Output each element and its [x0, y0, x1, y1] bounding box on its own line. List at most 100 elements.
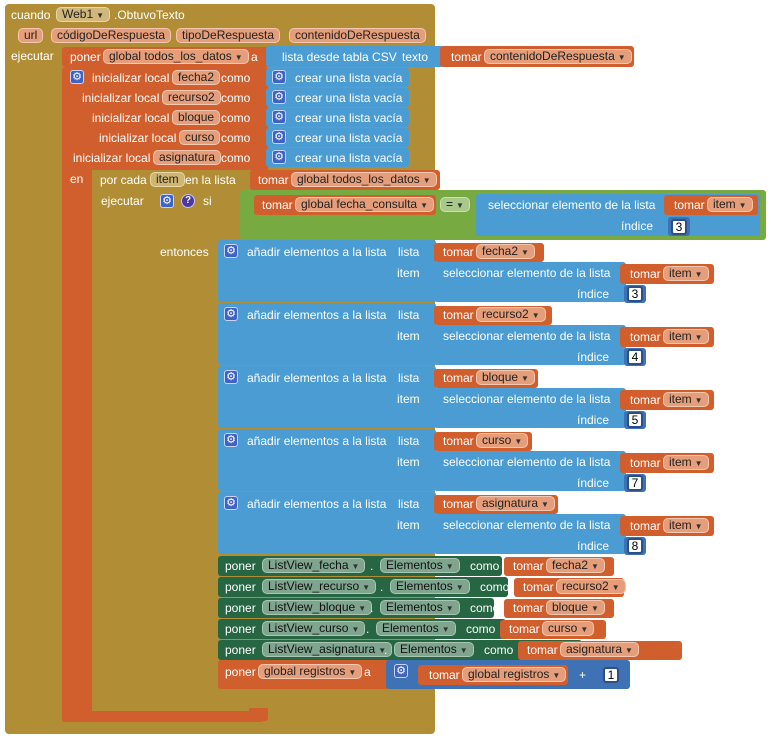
- index-label: índice: [621, 219, 654, 233]
- empty-list-block-1[interactable]: [266, 88, 409, 107]
- mutator-gear-icon[interactable]: ⚙: [160, 194, 174, 208]
- get-local-var-dropdown-1[interactable]: recurso2▼: [556, 579, 626, 594]
- registros-increment-value[interactable]: 1: [603, 667, 619, 683]
- index-number-value-1[interactable]: 4: [627, 349, 643, 365]
- compare-operator-dropdown[interactable]: =▼: [440, 197, 470, 212]
- mutator-gear-icon[interactable]: ⚙: [272, 90, 286, 104]
- get-item-dropdown-1[interactable]: item▼: [663, 329, 709, 344]
- mutator-gear-icon[interactable]: ⚙: [224, 307, 238, 321]
- component-dropdown-3[interactable]: ListView_curso▼: [262, 621, 366, 636]
- mutator-gear-icon[interactable]: ⚙: [70, 70, 84, 84]
- component-dropdown[interactable]: Web1▼: [56, 7, 111, 22]
- chevron-down-icon: ▼: [625, 646, 633, 655]
- component-dropdown-2[interactable]: ListView_bloque▼: [262, 600, 373, 615]
- index-number-value-4[interactable]: 8: [627, 538, 643, 554]
- add-items-block-0[interactable]: [218, 240, 436, 302]
- component-dropdown-0[interactable]: ListView_fecha▼: [262, 558, 366, 573]
- property-dropdown-3[interactable]: Elementos▼: [376, 621, 456, 636]
- add-items-block-3[interactable]: [218, 429, 436, 491]
- property-dropdown-2[interactable]: Elementos▼: [380, 600, 460, 615]
- add-items-block-4[interactable]: [218, 492, 436, 554]
- get-item-dropdown[interactable]: item▼: [707, 197, 753, 212]
- empty-list-block-2[interactable]: [266, 108, 409, 127]
- local-var-fecha2[interactable]: fecha2: [172, 70, 221, 85]
- param-contenido[interactable]: contenidoDeRespuesta: [289, 28, 426, 43]
- select-item-block-3[interactable]: [434, 451, 626, 491]
- get-label: tomar: [262, 198, 293, 212]
- foreach-var-item[interactable]: item: [150, 172, 185, 187]
- get-item-dropdown-3[interactable]: item▼: [663, 455, 709, 470]
- property-dropdown-0[interactable]: Elementos▼: [380, 558, 460, 573]
- get-local-var-dropdown-3[interactable]: curso▼: [542, 621, 595, 636]
- get-label: tomar: [429, 668, 460, 682]
- component-dropdown-4[interactable]: ListView_asignatura▼: [262, 642, 393, 657]
- component-dropdown-1-text: ListView_recurso: [268, 579, 360, 593]
- index-number-value-0[interactable]: 3: [627, 286, 643, 302]
- add-items-block-2[interactable]: [218, 366, 436, 428]
- empty-list-block-4[interactable]: [266, 148, 409, 167]
- help-icon[interactable]: ?: [181, 194, 195, 208]
- dot-label: .: [366, 622, 370, 636]
- add-items-block-1[interactable]: [218, 303, 436, 365]
- get-fecha-consulta-dropdown[interactable]: global fecha_consulta▼: [295, 197, 435, 212]
- mutator-gear-icon[interactable]: ⚙: [272, 110, 286, 124]
- get-list-var-dropdown-1[interactable]: recurso2▼: [476, 307, 546, 322]
- csv-table-block[interactable]: [266, 46, 444, 67]
- mutator-gear-icon[interactable]: ⚙: [224, 244, 238, 258]
- component-name: Web1: [62, 7, 94, 21]
- index-number-value-2[interactable]: 5: [627, 412, 643, 428]
- index-number-value[interactable]: 3: [671, 219, 687, 235]
- select-label: seleccionar elemento de la lista: [443, 266, 611, 280]
- local-var-bloque[interactable]: bloque: [172, 110, 221, 125]
- get-list-var-dropdown-2[interactable]: bloque▼: [476, 370, 535, 385]
- chevron-down-icon: ▼: [552, 671, 561, 680]
- local-var-recurso2[interactable]: recurso2: [162, 90, 221, 105]
- index-number-value-3[interactable]: 7: [627, 475, 643, 491]
- empty-list-block-3[interactable]: [266, 128, 409, 147]
- param-url[interactable]: url: [18, 28, 44, 43]
- get-label: tomar: [674, 198, 705, 212]
- get-list-var-dropdown-3[interactable]: curso▼: [476, 433, 529, 448]
- mutator-gear-icon[interactable]: ⚙: [272, 150, 286, 164]
- csv-label: lista desde tabla CSV: [282, 50, 397, 64]
- get-local-var-dropdown-2[interactable]: bloque▼: [546, 600, 605, 615]
- get-label: tomar: [630, 267, 661, 281]
- get-list-var-dropdown-4[interactable]: asignatura▼: [476, 496, 555, 511]
- get-item-dropdown-4[interactable]: item▼: [663, 518, 709, 533]
- get-item-dropdown-3-text: item: [669, 455, 692, 469]
- chevron-down-icon: ▼: [514, 437, 523, 446]
- mutator-gear-icon[interactable]: ⚙: [272, 130, 286, 144]
- select-item-block-2[interactable]: [434, 388, 626, 428]
- add-items-label: añadir elementos a la lista: [247, 371, 387, 385]
- global-datos-dropdown[interactable]: global todos_los_datos▼: [103, 49, 249, 64]
- get-item-dropdown-0[interactable]: item▼: [663, 266, 709, 281]
- event-do-label: ejecutar: [11, 49, 54, 63]
- get-global-datos-dropdown[interactable]: global todos_los_datos▼: [291, 172, 437, 187]
- local-var-curso[interactable]: curso: [179, 130, 221, 145]
- param-codigo[interactable]: códigoDeRespuesta: [51, 28, 172, 43]
- mutator-gear-icon[interactable]: ⚙: [224, 496, 238, 510]
- get-contenido-dropdown[interactable]: contenidoDeRespuesta▼: [484, 49, 632, 64]
- select-item-block-1[interactable]: [434, 325, 626, 365]
- get-local-var-dropdown-4[interactable]: asignatura▼: [560, 642, 639, 657]
- mutator-gear-icon[interactable]: ⚙: [272, 70, 286, 84]
- local-var-asignatura[interactable]: asignatura: [153, 150, 222, 165]
- param-tipo[interactable]: tipoDeRespuesta: [176, 28, 281, 43]
- get-label: tomar: [443, 371, 474, 385]
- global-registros-dropdown[interactable]: global registros▼: [258, 664, 363, 679]
- mutator-gear-icon[interactable]: ⚙: [224, 433, 238, 447]
- dot-label: .: [370, 601, 374, 615]
- get-global-registros-dropdown[interactable]: global registros▼: [462, 667, 567, 682]
- get-item-dropdown-2[interactable]: item▼: [663, 392, 709, 407]
- mutator-gear-icon[interactable]: ⚙: [394, 664, 408, 678]
- select-item-block-4[interactable]: [434, 514, 626, 554]
- get-local-var-dropdown-0[interactable]: fecha2▼: [546, 558, 605, 573]
- property-dropdown-1[interactable]: Elementos▼: [390, 579, 470, 594]
- empty-list-block-0[interactable]: [266, 68, 409, 87]
- chevron-down-icon: ▼: [422, 176, 431, 185]
- component-dropdown-1[interactable]: ListView_recurso▼: [262, 579, 377, 594]
- select-item-block-0[interactable]: [434, 262, 626, 302]
- mutator-gear-icon[interactable]: ⚙: [224, 370, 238, 384]
- get-list-var-dropdown-0[interactable]: fecha2▼: [476, 244, 535, 259]
- property-dropdown-4[interactable]: Elementos▼: [394, 642, 474, 657]
